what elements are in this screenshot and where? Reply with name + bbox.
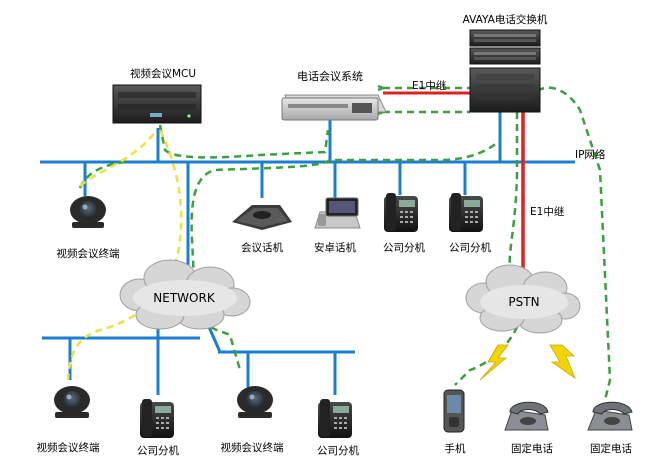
extension-bl-label: 公司分机	[137, 444, 179, 457]
lightning-icon	[479, 344, 509, 381]
avaya-switch	[469, 29, 541, 113]
extension-1-label: 公司分机	[383, 241, 425, 254]
network-cloud-label: NETWORK	[153, 291, 216, 305]
landline-2-label: 固定电话	[590, 442, 632, 455]
video-terminal-icon	[54, 386, 90, 418]
video-terminal-bl-label: 视频会议终端	[37, 441, 100, 454]
mcu-device	[112, 84, 202, 124]
android-phone-icon	[314, 197, 361, 229]
landline-phone-icon	[587, 401, 633, 431]
desk-phone-icon	[384, 193, 418, 232]
network-cloud: NETWORK	[119, 259, 251, 330]
extension-bm-label: 公司分机	[317, 444, 359, 457]
mobile-phone-icon	[443, 389, 465, 433]
mcu-label: 视频会议MCU	[130, 67, 196, 80]
video-terminal-top-label: 视频会议终端	[57, 247, 120, 260]
e1-trunk-label-mid: E1中继	[530, 205, 564, 218]
landline-1-label: 固定电话	[511, 442, 553, 455]
desk-phone-icon	[318, 399, 352, 438]
pstn-cloud-label: PSTN	[508, 295, 539, 309]
lightning-icon	[549, 344, 576, 380]
conference-server	[281, 94, 387, 121]
desk-phone-icon	[140, 399, 174, 438]
landline-phone-icon	[504, 401, 549, 431]
ip-network-label: IP网络	[575, 148, 606, 161]
e1-trunk-label-top: E1中继	[412, 79, 446, 92]
mobile-label: 手机	[445, 442, 466, 455]
video-terminal-bm-label: 视频会议终端	[221, 441, 284, 454]
desk-phone-icon	[449, 193, 483, 232]
android-phone-label: 安卓话机	[314, 241, 356, 254]
extension-2-label: 公司分机	[449, 241, 491, 254]
conference-system-label: 电话会议系统	[297, 70, 363, 83]
conference-phone-label: 会议话机	[241, 241, 283, 254]
video-terminal-icon	[70, 196, 106, 228]
avaya-label: AVAYA电话交换机	[463, 13, 548, 26]
conference-phone-icon	[232, 205, 292, 230]
video-terminal-icon	[237, 386, 273, 418]
pstn-cloud: PSTN	[465, 264, 581, 334]
